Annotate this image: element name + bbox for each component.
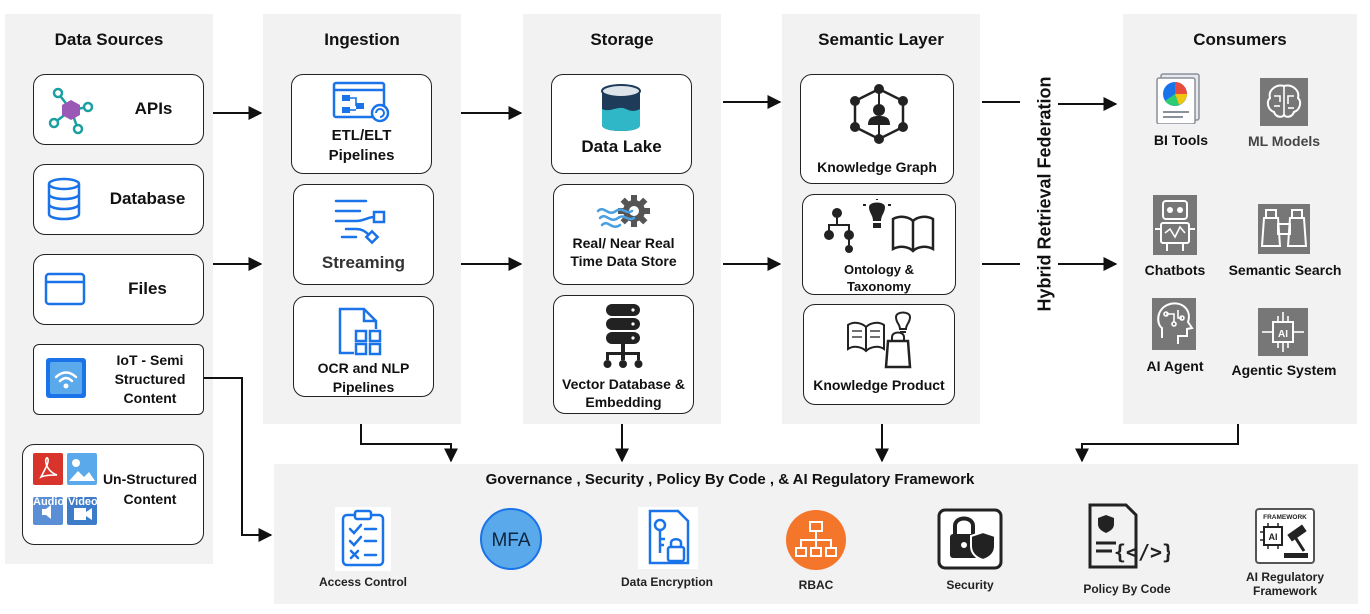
ontology-taxonomy-icon — [824, 199, 935, 253]
streaming-card[interactable]: Streaming — [293, 184, 434, 285]
realtime-store-card[interactable]: Real/ Near Real Time Data Store — [553, 184, 694, 285]
ontology-label-line2: Taxonomy — [846, 279, 912, 294]
etl-elt-card[interactable]: ETL/ELT Pipelines — [291, 74, 432, 174]
etl-label-line1: ETL/ELT — [331, 127, 392, 144]
rbac-label: RBAC — [798, 578, 834, 592]
security-label: Security — [946, 578, 994, 592]
svg-text:{</>}: {</>} — [1114, 540, 1170, 564]
knowledge-graph-icon — [850, 84, 908, 144]
security-lock-shield-icon — [937, 508, 1003, 570]
knowledge-graph-label: Knowledge Graph — [817, 159, 937, 175]
semantic-search-label: Semantic Search — [1228, 262, 1342, 278]
arrow-iot-to-governance — [204, 377, 273, 542]
vector-database-icon — [603, 304, 643, 368]
unstructured-label-line1: Un-Structured — [102, 471, 198, 487]
mfa-badge-icon: MFA — [480, 508, 542, 570]
ml-models-label: ML Models — [1247, 133, 1321, 149]
agentic-system-chip-icon: AI — [1258, 308, 1308, 356]
arrow-ingestion-to-governance — [360, 424, 458, 463]
knowledge-product-icon — [847, 311, 912, 369]
pdf-icon — [33, 453, 63, 485]
ai-agent-head-icon — [1152, 298, 1196, 350]
data-lake-icon — [601, 84, 641, 131]
ai-regulatory-label-line2: Framework — [1252, 584, 1318, 598]
streaming-label: Streaming — [321, 253, 406, 272]
iot-label-line2: Structured — [114, 371, 186, 387]
data-encryption-label: Data Encryption — [620, 575, 713, 589]
semantic-search-binoculars-icon — [1258, 204, 1310, 254]
consumers-title: Consumers — [1193, 30, 1287, 49]
chatbots-label: Chatbots — [1144, 262, 1206, 278]
governance-title: Governance , Security , Policy By Code ,… — [485, 471, 975, 488]
etl-label-line2: Pipelines — [328, 147, 395, 164]
iot-label-line3: Content — [123, 390, 177, 406]
data-lake-label: Data Lake — [581, 137, 662, 156]
vector-label-line2: Embedding — [585, 394, 662, 410]
agentic-system-label: Agentic System — [1231, 362, 1337, 378]
window-files-icon — [44, 272, 86, 306]
ai-regulatory-framework-icon: FRAMEWORK AI — [1255, 508, 1315, 564]
framework-chip-text: AI — [1269, 532, 1278, 542]
etl-pipeline-icon — [332, 81, 390, 123]
iot-card[interactable]: IoT - Semi Structured Content — [33, 344, 204, 415]
bi-tools-icon — [1156, 73, 1200, 124]
unstructured-label-line2: Content — [123, 491, 177, 507]
api-hub-icon — [48, 87, 94, 135]
chatbot-robot-icon — [1153, 195, 1197, 255]
hybrid-retrieval-federation-label: Hybrid Retrieval Federation — [1034, 76, 1055, 312]
mfa-text: MFA — [491, 530, 530, 551]
audio-label: Audio — [33, 496, 65, 508]
access-control-label: Access Control — [318, 575, 408, 589]
audio-icon — [33, 497, 63, 525]
data-encryption-icon — [638, 507, 698, 569]
realtime-label-line1: Real/ Near Real — [572, 235, 675, 251]
database-icon — [47, 177, 81, 221]
ai-regulatory-label-line1: AI Regulatory — [1245, 570, 1324, 584]
video-icon — [67, 497, 97, 525]
ontology-card[interactable]: Ontology & Taxonomy — [802, 194, 956, 295]
ontology-label-line1: Ontology & — [843, 262, 915, 277]
ai-agent-label: AI Agent — [1146, 358, 1204, 374]
apis-label: APIs — [134, 99, 173, 118]
realtime-label-line2: Time Data Store — [570, 253, 677, 269]
arrow-consumers-to-governance — [1075, 424, 1239, 463]
bi-tools-label: BI Tools — [1153, 132, 1209, 148]
iot-label-line1: IoT - Semi — [116, 352, 184, 368]
ocr-label-line2: Pipelines — [332, 379, 395, 395]
realtime-gear-icon — [596, 195, 650, 228]
image-icon — [67, 453, 97, 485]
ml-models-brain-icon — [1260, 78, 1308, 126]
streaming-icon — [334, 199, 386, 245]
files-label: Files — [128, 279, 167, 298]
vector-label-line1: Vector Database & — [562, 376, 685, 392]
semantic-layer-title: Semantic Layer — [818, 30, 944, 49]
rbac-hierarchy-icon — [786, 510, 846, 570]
wifi-sensor-icon — [46, 358, 86, 398]
vector-db-card[interactable]: Vector Database & Embedding — [553, 295, 694, 414]
knowledge-product-label: Knowledge Product — [813, 377, 945, 393]
access-control-checklist-icon — [335, 507, 391, 571]
data-sources-title: Data Sources — [54, 30, 164, 49]
database-label: Database — [109, 189, 186, 208]
ocr-label-line1: OCR and NLP — [317, 360, 410, 376]
apis-card[interactable]: APIs — [33, 74, 204, 145]
policy-by-code-label: Policy By Code — [1083, 582, 1171, 596]
data-lake-card[interactable]: Data Lake — [551, 74, 692, 174]
unstructured-card[interactable]: Audio Video Un-Structured Content — [22, 444, 204, 545]
knowledge-graph-card[interactable]: Knowledge Graph — [800, 74, 954, 184]
ocr-document-icon — [338, 307, 382, 356]
ingestion-title: Ingestion — [324, 30, 400, 49]
policy-by-code-icon: {</>} — [1088, 503, 1170, 569]
database-card[interactable]: Database — [33, 164, 204, 235]
knowledge-product-card[interactable]: Knowledge Product — [803, 304, 955, 405]
ocr-nlp-card[interactable]: OCR and NLP Pipelines — [293, 296, 434, 397]
framework-badge-text: FRAMEWORK — [1263, 514, 1307, 521]
storage-title: Storage — [590, 30, 654, 49]
agentic-chip-text: AI — [1278, 329, 1288, 340]
video-label: Video — [68, 496, 98, 508]
files-card[interactable]: Files — [33, 254, 204, 325]
